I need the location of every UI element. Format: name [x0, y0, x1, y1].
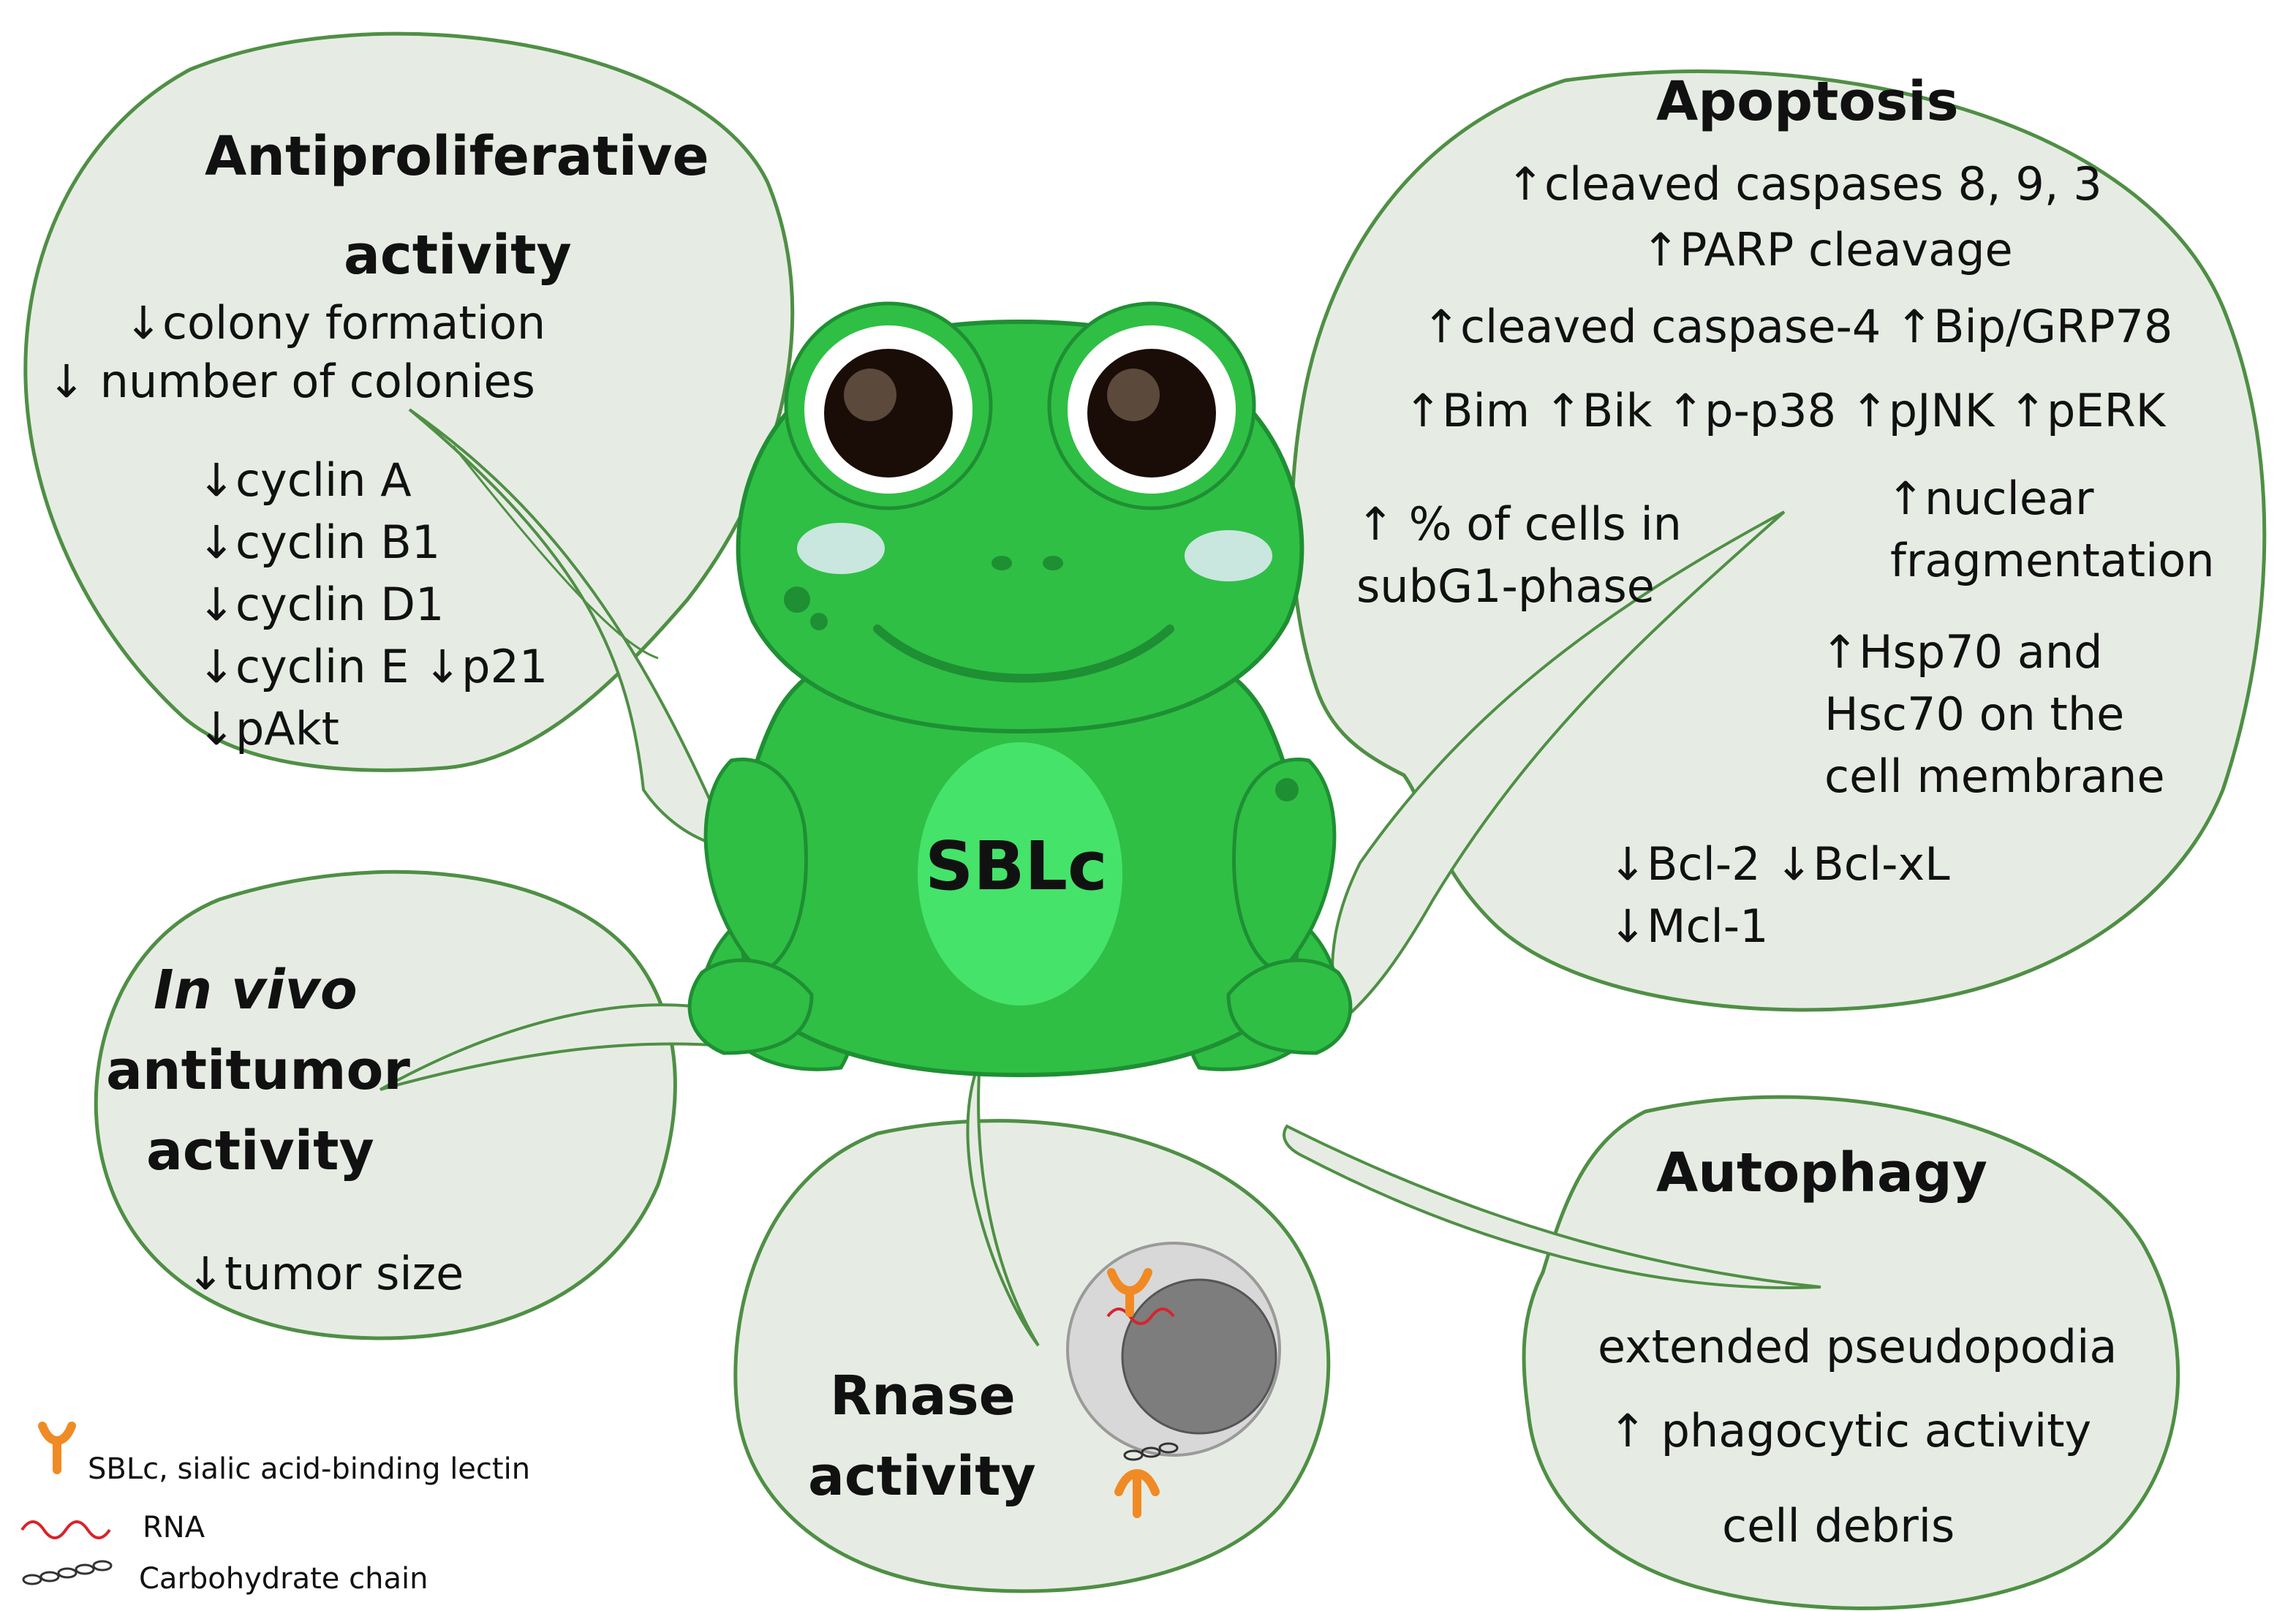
legend-label-lectin: SBLc, sialic acid-binding lectin	[88, 1452, 531, 1486]
cell-illustration	[1066, 1242, 1281, 1518]
antiproliferative-item: ↓pAkt	[197, 702, 339, 755]
legend-icons	[20, 1422, 113, 1585]
autophagy-item: cell debris	[1722, 1499, 1955, 1552]
autophagy-title: Autophagy	[1656, 1142, 1987, 1204]
rnase-title-1: Rnase	[830, 1365, 1016, 1427]
autophagy-item: extended pseudopodia	[1598, 1320, 2118, 1373]
antiproliferative-item: ↓cyclin D1	[197, 578, 445, 631]
lectin-icon	[38, 1422, 76, 1474]
apoptosis-item: ↑cleaved caspase-4 ↑Bip/GRP78	[1422, 300, 2173, 353]
apoptosis-item: fragmentation	[1890, 534, 2215, 587]
antiproliferative-item: ↓cyclin A	[197, 453, 412, 507]
invivo-title-1: In vivo	[154, 959, 358, 1022]
apoptosis-item: cell membrane	[1824, 750, 2165, 803]
apoptosis-item: ↑ % of cells in	[1356, 497, 1682, 551]
frog-illustration	[687, 301, 1353, 1078]
antiproliferative-title-2: activity	[344, 224, 572, 287]
rna-icon	[20, 1520, 111, 1539]
bubble-autophagy	[1283, 1095, 2180, 1610]
antiproliferative-item: ↓cyclin E ↓p21	[197, 640, 548, 693]
invivo-title-2: antitumor	[106, 1039, 410, 1102]
antiproliferative-item: ↓ number of colonies	[48, 355, 535, 408]
carbohydrate-chain-icon	[1123, 1442, 1179, 1461]
bubble-antiproliferative	[23, 31, 795, 850]
center-label: SBLc	[925, 827, 1108, 905]
carbohydrate-chain-icon	[22, 1560, 113, 1585]
legend-label-rna: RNA	[143, 1511, 205, 1544]
lectin-icon	[1107, 1268, 1152, 1317]
invivo-title-3: activity	[146, 1120, 374, 1182]
apoptosis-item: ↑Bim ↑Bik ↑p-p38 ↑pJNK ↑pERK	[1404, 384, 2166, 437]
autophagy-item: ↑ phagocytic activity	[1609, 1404, 2092, 1457]
apoptosis-item: Hsc70 on the	[1824, 687, 2125, 741]
invivo-item: ↓tumor size	[186, 1247, 464, 1300]
antiproliferative-item: ↓cyclin B1	[197, 516, 441, 569]
apoptosis-item: ↑cleaved caspases 8, 9, 3	[1506, 157, 2102, 211]
antiproliferative-title-1: Antiproliferative	[205, 125, 709, 188]
apoptosis-title: Apoptosis	[1656, 70, 1959, 133]
bubble-invivo	[94, 869, 726, 1340]
apoptosis-item: ↓Bcl-2 ↓Bcl-xL	[1609, 837, 1950, 891]
bubble-rnase	[733, 1060, 1331, 1593]
apoptosis-item: ↑nuclear	[1887, 472, 2094, 525]
lectin-icon	[1114, 1468, 1160, 1518]
antiproliferative-item: ↓colony formation	[124, 296, 546, 350]
apoptosis-item: ↓Mcl-1	[1609, 899, 1769, 953]
rnase-title-2: activity	[808, 1445, 1036, 1508]
apoptosis-item: subG1-phase	[1356, 559, 1655, 613]
apoptosis-item: ↑Hsp70 and	[1821, 625, 2103, 679]
legend-label-carbohydrate: Carbohydrate chain	[139, 1562, 428, 1596]
apoptosis-item: ↑PARP cleavage	[1642, 223, 2013, 276]
